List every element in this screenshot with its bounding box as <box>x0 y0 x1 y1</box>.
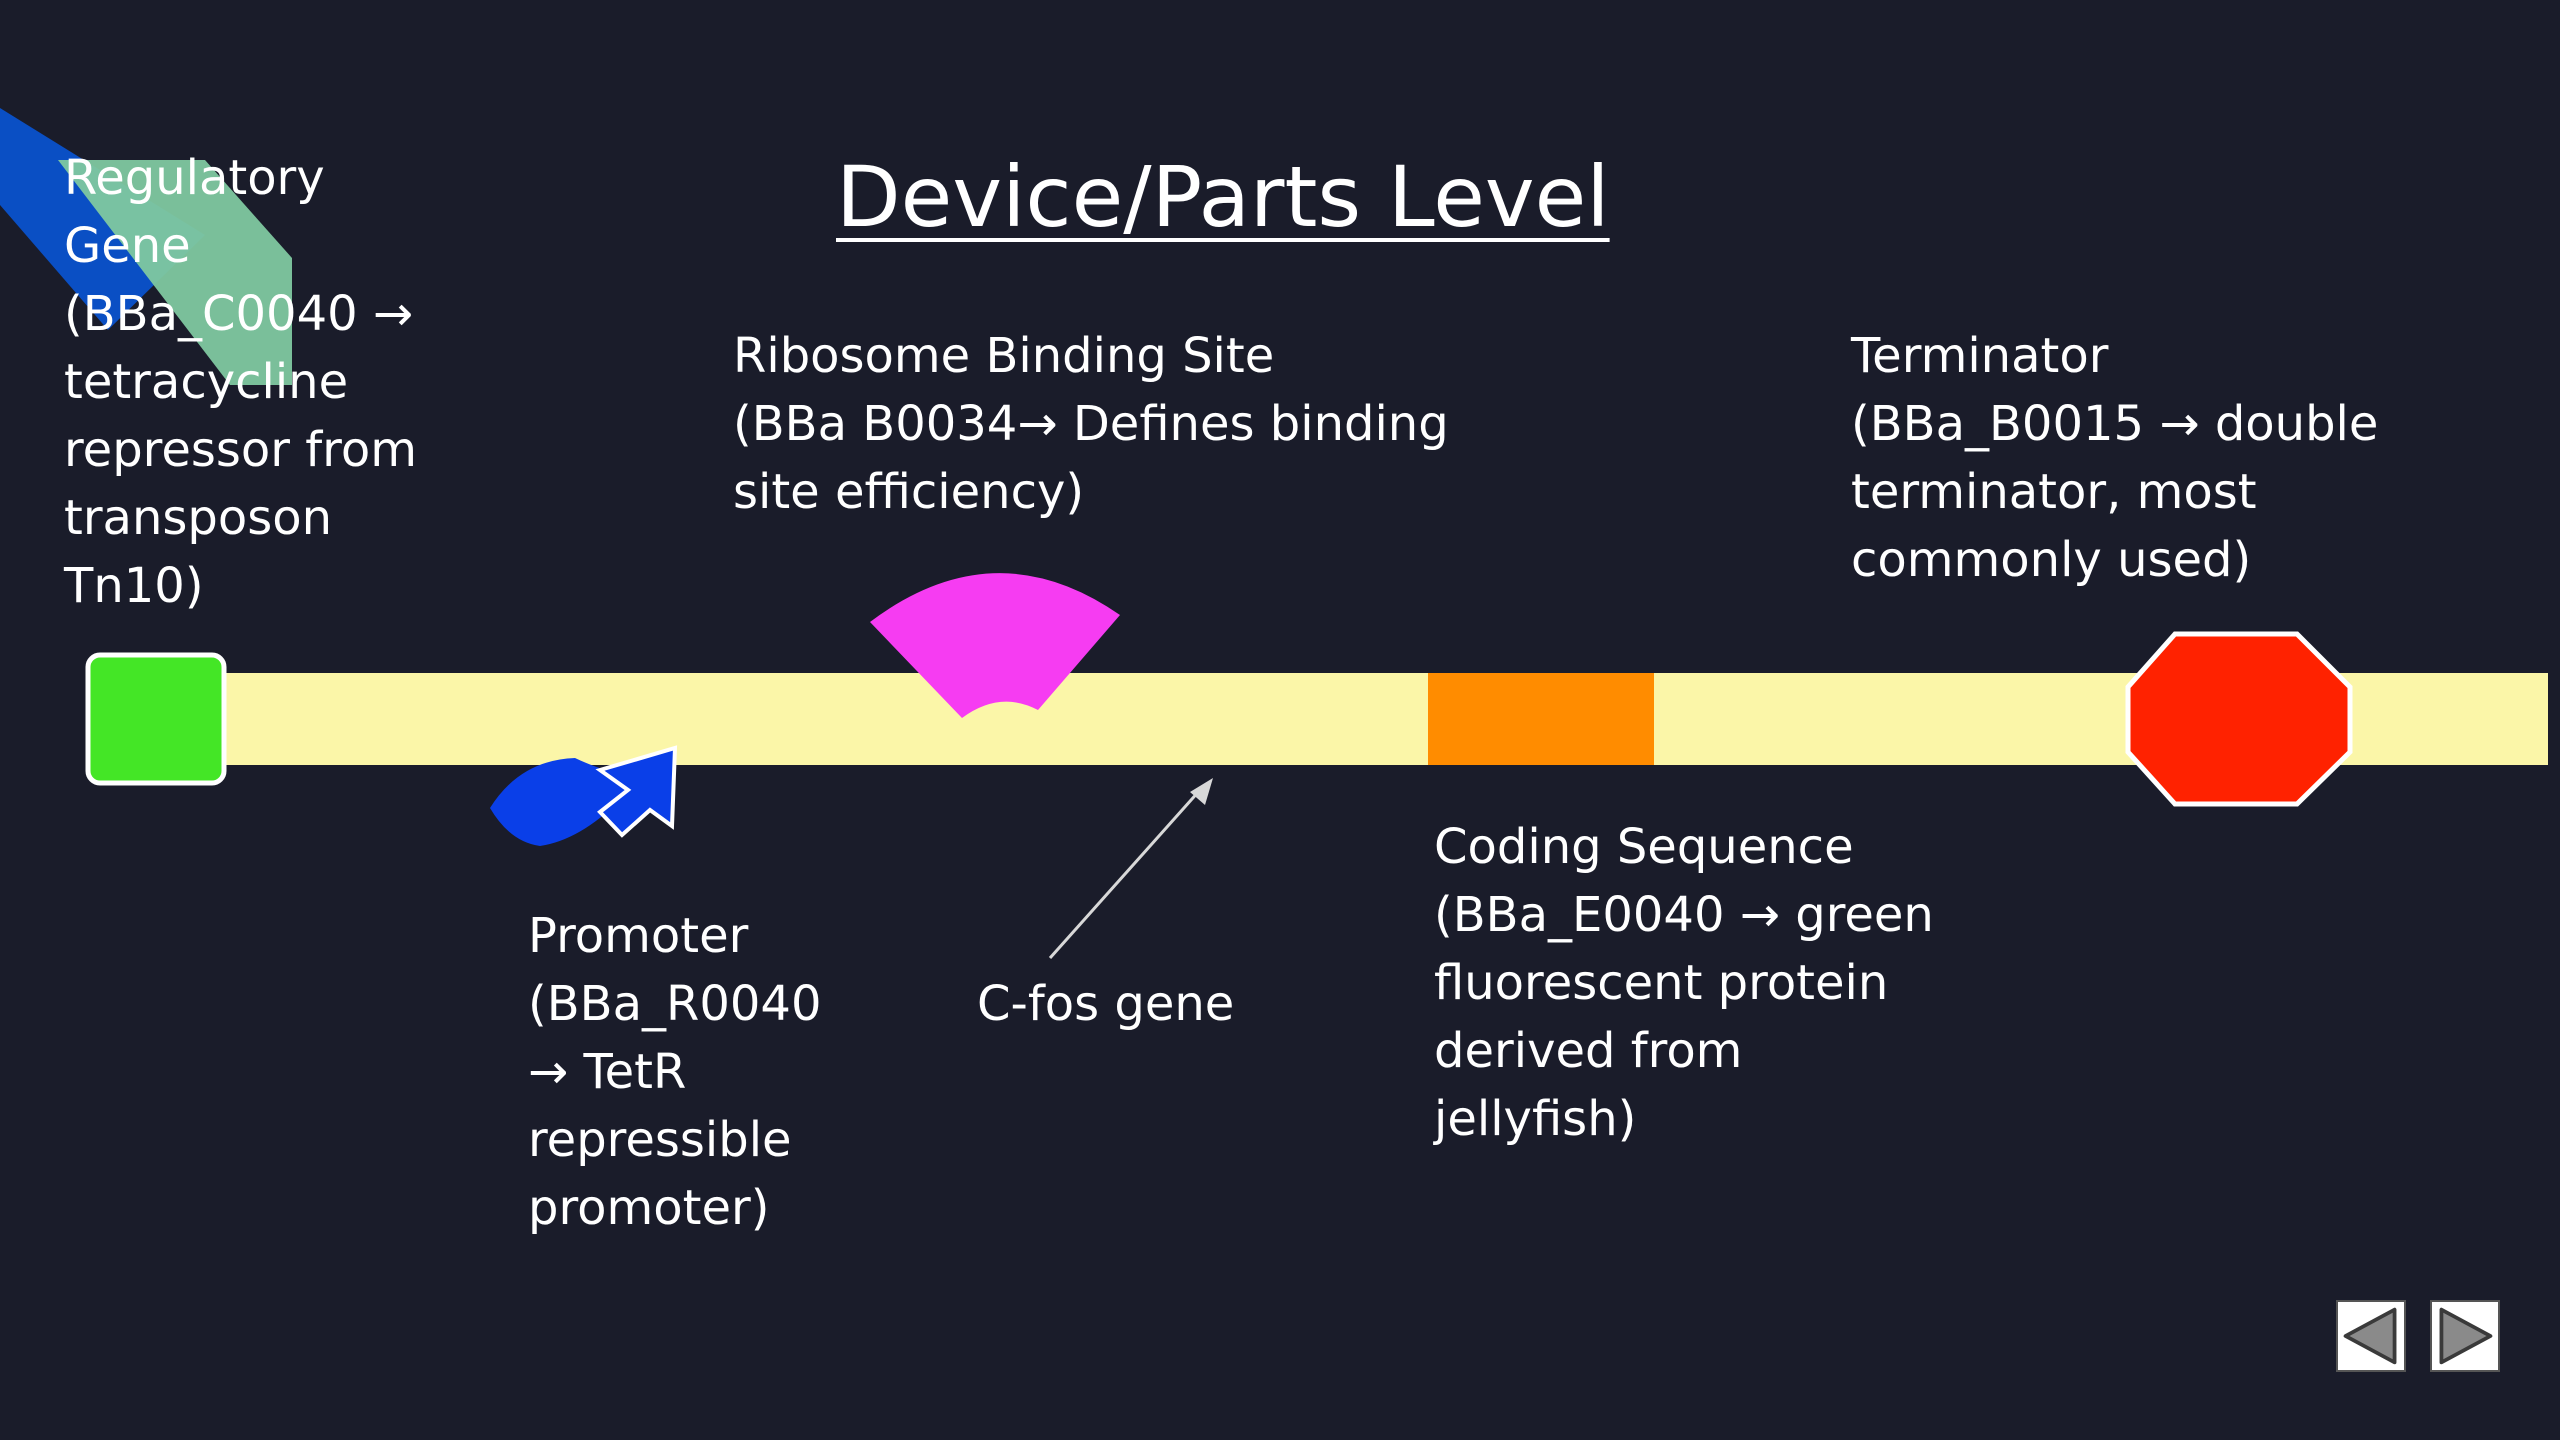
coding-sequence-block <box>1428 673 1654 765</box>
page-title: Device/Parts Level <box>836 148 1610 246</box>
triangle-right-icon <box>2439 1307 2493 1365</box>
regulatory-line: tetracycline <box>64 354 349 410</box>
promoter-line: promoter) <box>528 1180 770 1236</box>
cfos-pointer-arrow <box>1048 778 1213 959</box>
promoter-line: → TetR <box>528 1044 687 1100</box>
coding-line: jellyfish) <box>1434 1091 1637 1147</box>
promoter-label: Promoter (BBa_R0040 → TetR repressible p… <box>528 902 822 1242</box>
terminator-line: (BBa_B0015 → double <box>1851 396 2379 452</box>
coding-line: Coding Sequence <box>1434 819 1854 875</box>
terminator-line: terminator, most <box>1851 464 2257 520</box>
regulatory-line: (BBa_C0040 → <box>64 286 414 342</box>
rbs-line: site efficiency) <box>733 464 1085 520</box>
terminator-line: Terminator <box>1851 328 2109 384</box>
previous-slide-button[interactable] <box>2336 1300 2406 1372</box>
coding-line: fluorescent protein <box>1434 955 1889 1011</box>
coding-line: (BBa_E0040 → green <box>1434 887 1934 943</box>
rbs-label: Ribosome Binding Site (BBa B0034→ Define… <box>733 322 1449 526</box>
coding-line: derived from <box>1434 1023 1743 1079</box>
terminator-octagon <box>2125 631 2353 807</box>
regulatory-line: Tn10) <box>64 558 204 614</box>
rbs-line: Ribosome Binding Site <box>733 328 1275 384</box>
cfos-gene-label: C-fos gene <box>977 970 1234 1038</box>
rbs-shape <box>870 573 1120 718</box>
regulatory-gene-label: Regulatory Gene (BBa_C0040 → tetracyclin… <box>64 144 417 620</box>
decorative-ribbon <box>0 108 292 385</box>
next-slide-button[interactable] <box>2430 1300 2500 1372</box>
regulatory-line: Regulatory <box>64 150 325 206</box>
regulatory-line: Gene <box>64 218 191 274</box>
coding-sequence-label: Coding Sequence (BBa_E0040 → green fluor… <box>1434 813 1934 1153</box>
terminator-label: Terminator (BBa_B0015 → double terminato… <box>1851 322 2378 594</box>
promoter-arrow <box>490 745 678 846</box>
regulatory-gene-block <box>85 652 227 786</box>
terminator-line: commonly used) <box>1851 532 2252 588</box>
rbs-line: (BBa B0034→ Defines binding <box>733 396 1449 452</box>
promoter-line: Promoter <box>528 908 749 964</box>
regulatory-line: transposon <box>64 490 333 546</box>
triangle-left-icon <box>2343 1307 2397 1365</box>
regulatory-line: repressor from <box>64 422 417 478</box>
deco-green-band <box>58 160 292 385</box>
promoter-line: repressible <box>528 1112 792 1168</box>
cfos-line: C-fos gene <box>977 976 1235 1032</box>
promoter-line: (BBa_R0040 <box>528 976 822 1032</box>
